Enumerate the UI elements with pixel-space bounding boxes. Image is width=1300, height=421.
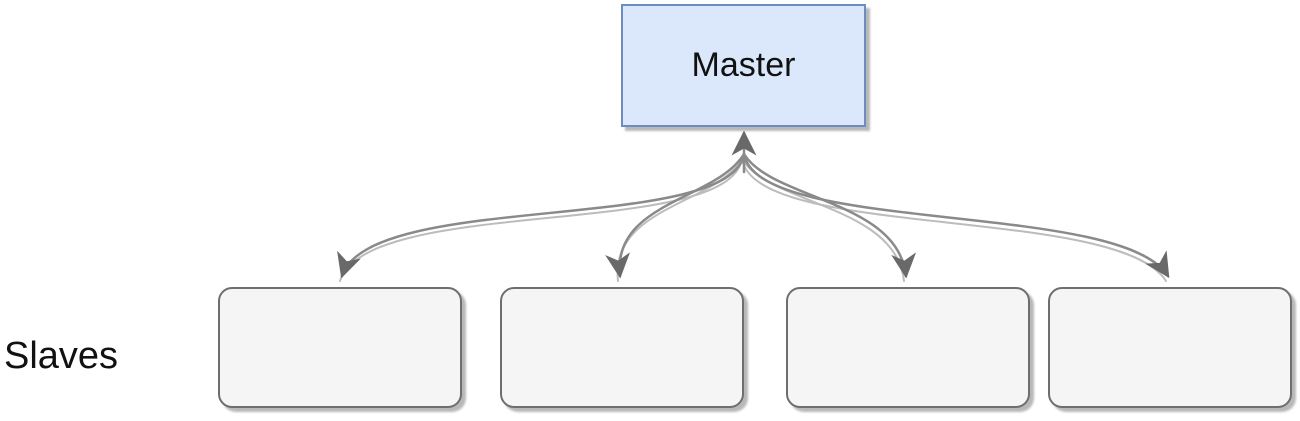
slave-node-2 <box>500 287 744 408</box>
arrow-master-to-slave-3 <box>742 152 917 279</box>
slave-node-4 <box>1048 287 1292 408</box>
arrow-slave-1-to-master <box>339 158 743 282</box>
arrow-slave-4-to-master <box>741 158 1167 282</box>
arrow-master-to-slave-4 <box>742 152 1170 279</box>
arrow-master-to-slave-1 <box>337 152 746 279</box>
arrow-slave-2-to-master <box>616 158 743 282</box>
arrow-slave-3-to-master <box>741 158 905 282</box>
master-node: Master <box>621 4 866 127</box>
master-label: Master <box>691 46 796 84</box>
slave-node-1 <box>218 287 462 408</box>
slave-node-3 <box>786 287 1030 408</box>
slaves-label: Slaves <box>4 335 119 377</box>
arrow-master-to-slave-2 <box>605 152 746 279</box>
